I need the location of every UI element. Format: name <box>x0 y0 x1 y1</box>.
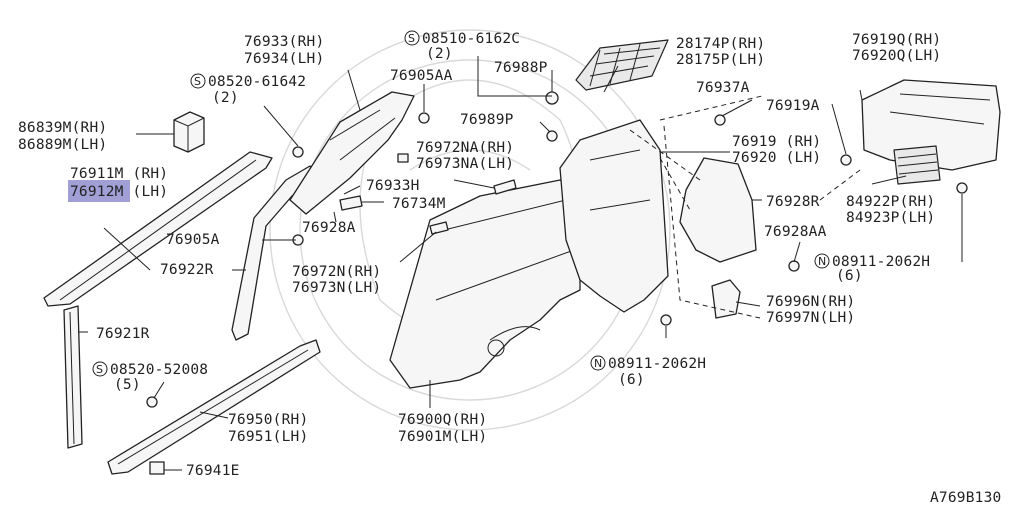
clip-76928aa <box>788 260 800 272</box>
label-84922p-rh: 84922P(RH) <box>846 194 935 210</box>
label-76972n-rh: 76972N(RH) <box>292 264 381 280</box>
symbol-s-letter-3: S <box>96 363 103 376</box>
label-08911-bottom-qty: (6) <box>618 372 645 388</box>
assembly-dashed-lines <box>629 95 861 319</box>
label-76921r: 76921R <box>96 326 150 342</box>
part-76919q-upper-rear <box>861 79 1001 171</box>
label-76920-lh: 76920 (LH) <box>732 150 821 166</box>
part-76921r-strip <box>63 305 83 449</box>
label-76933-rh: 76933(RH) <box>244 34 324 50</box>
label-76996n-rh: 76996N(RH) <box>766 294 855 310</box>
label-76989p: 76989P <box>460 112 514 128</box>
highlight-box <box>68 180 130 202</box>
label-76920q-lh: 76920Q(LH) <box>852 48 941 64</box>
label-76912m-lh: 76912M (LH) <box>70 184 168 200</box>
label-76941e: 76941E <box>186 463 240 479</box>
bracket-76734m <box>339 195 363 211</box>
clip-08520-61642 <box>292 146 304 158</box>
label-76972na-rh: 76972NA(RH) <box>416 140 514 156</box>
part-28174p-mesh <box>575 39 669 91</box>
label-86889m-lh: 86889M(LH) <box>18 137 107 153</box>
label-28175p-lh: 28175P(LH) <box>676 52 765 68</box>
label-76919a: 76919A <box>766 98 820 114</box>
bracket-76972na <box>493 179 517 195</box>
clip-08520-52008 <box>146 396 158 408</box>
clip-76989p <box>546 130 558 142</box>
label-08911-right-qty: (6) <box>836 268 863 284</box>
label-76911m-rh: 76911M (RH) <box>70 166 168 182</box>
fasteners <box>146 91 968 475</box>
label-76901m-lh: 76901M(LH) <box>398 429 487 445</box>
label-08911-bottom: 08911-2062H <box>608 356 706 372</box>
label-76951-lh: 76951(LH) <box>228 429 308 445</box>
label-76919q-rh: 76919Q(RH) <box>852 32 941 48</box>
label-08520-52008-qty: (5) <box>114 377 141 393</box>
part-86839m <box>173 111 205 153</box>
label-76905aa: 76905AA <box>390 68 453 84</box>
part-76911m-strip <box>43 151 273 307</box>
part-76933-pillar-trim <box>289 91 415 215</box>
label-76973n-lh: 76973N(LH) <box>292 280 381 296</box>
label-76928aa: 76928AA <box>764 224 827 240</box>
label-76933h: 76933H <box>366 178 420 194</box>
symbol-s-08520-52008 <box>92 361 108 377</box>
diagram-code: A769B130 <box>930 490 1001 506</box>
label-08911-right: 08911-2062H <box>832 254 930 270</box>
label-76922r: 76922R <box>160 262 214 278</box>
label-84923p-lh: 84923P(LH) <box>846 210 935 226</box>
label-76900q-rh: 76900Q(RH) <box>398 412 487 428</box>
label-76997n-lh: 76997N(LH) <box>766 310 855 326</box>
clip-76988p <box>545 91 559 105</box>
label-08510-qty: (2) <box>426 46 453 62</box>
symbol-s-08520-61642 <box>190 73 206 89</box>
label-76973na-lh: 76973NA(LH) <box>416 156 514 172</box>
label-76928a: 76928A <box>302 220 356 236</box>
part-84922p-grille <box>893 145 941 185</box>
label-76734m: 76734M <box>392 196 446 212</box>
clip-76941e <box>149 461 165 475</box>
label-08520-61642: 08520-61642 <box>208 74 306 90</box>
label-76928r: 76928R <box>766 194 820 210</box>
symbol-s-letter: S <box>194 75 201 88</box>
label-76905a: 76905A <box>166 232 220 248</box>
label-76988p: 76988P <box>494 60 548 76</box>
clip-76933h <box>397 153 409 163</box>
label-76934-lh: 76934(LH) <box>244 51 324 67</box>
clip-76919a <box>840 154 852 166</box>
bracket-76972n <box>429 221 449 235</box>
label-28174p-rh: 28174P(RH) <box>676 36 765 52</box>
label-08510-6162c: 08510-6162C <box>422 31 520 47</box>
label-76919-rh: 76919 (RH) <box>732 134 821 150</box>
part-76919-quarter-lower <box>559 119 669 313</box>
clip-08911-right <box>956 182 968 194</box>
label-76950-rh: 76950(RH) <box>228 412 308 428</box>
part-76928r-panel <box>679 157 757 263</box>
label-86839m-rh: 86839M(RH) <box>18 120 107 136</box>
clip-76937a <box>714 114 726 126</box>
part-76950-sill <box>107 339 321 475</box>
symbol-n-letter: N <box>818 255 826 268</box>
label-08520-61642-qty: (2) <box>212 90 239 106</box>
symbol-s-08510 <box>404 30 420 46</box>
label-08520-52008: 08520-52008 <box>110 362 208 378</box>
symbol-s-letter-2: S <box>408 32 415 45</box>
symbol-n-08911-bottom <box>590 355 606 371</box>
clip-76905aa <box>418 112 430 124</box>
leader-lines <box>78 56 963 471</box>
symbol-n-08911-right <box>814 253 830 269</box>
label-76937a: 76937A <box>696 80 750 96</box>
symbol-n-letter-2: N <box>594 357 602 370</box>
clip-08911-bottom <box>660 314 672 326</box>
part-76996n-tab <box>711 279 741 319</box>
